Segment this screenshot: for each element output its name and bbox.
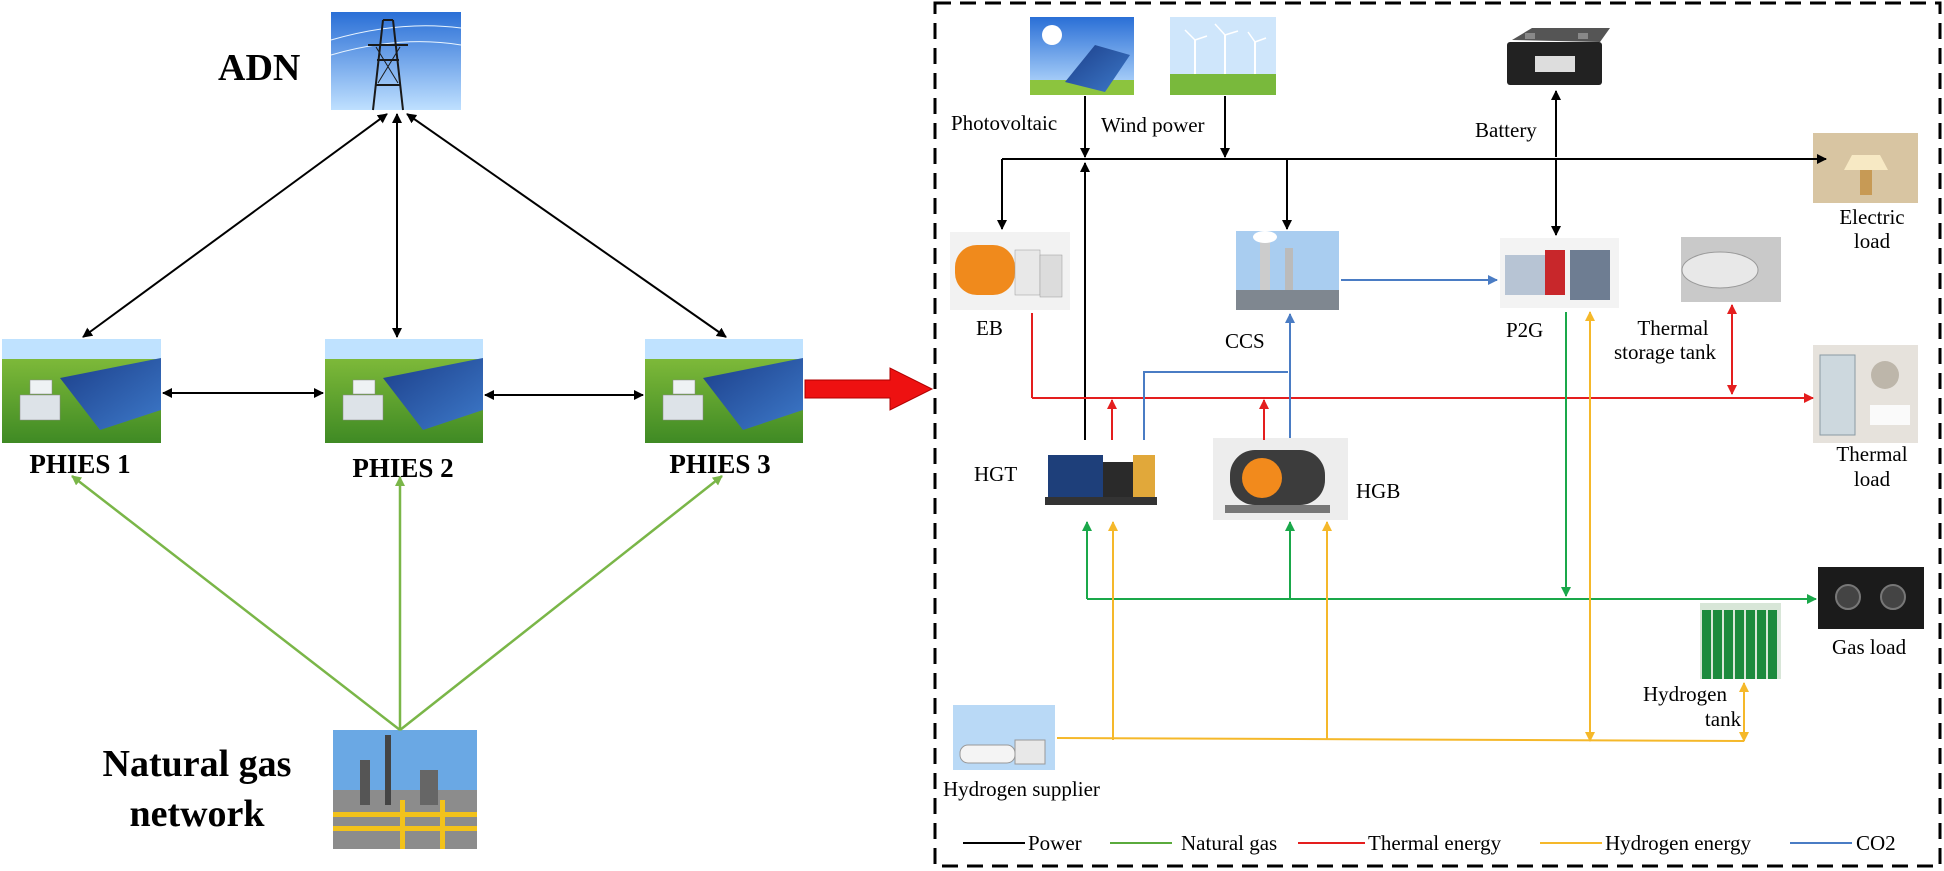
thermal-load-label-line2: load xyxy=(1854,467,1891,491)
ccs-label: CCS xyxy=(1225,329,1265,353)
phies-1-image xyxy=(2,339,161,443)
battery-image xyxy=(1507,28,1610,85)
phies-3-label: PHIES 3 xyxy=(669,449,770,479)
power-flows xyxy=(997,90,1827,440)
adn-phies3-arrow xyxy=(406,113,727,338)
phies-2-label: PHIES 2 xyxy=(352,453,453,483)
gas-flows xyxy=(1082,312,1817,604)
phies-1-label: PHIES 1 xyxy=(29,449,130,479)
phies-detail-frame xyxy=(933,1,1942,868)
electric-load-label-line1: Electric xyxy=(1839,205,1904,229)
thermal-load-image xyxy=(1813,345,1918,443)
gas-load-image xyxy=(1818,567,1924,629)
hgt-label: HGT xyxy=(974,462,1017,486)
gas-network-label-line1: Natural gas xyxy=(103,743,292,785)
gas-network-label-line2: network xyxy=(129,793,265,835)
wind-power-label: Wind power xyxy=(1101,113,1205,137)
photovoltaic-label: Photovoltaic xyxy=(951,111,1057,135)
p2g-label: P2G xyxy=(1506,318,1543,342)
hgb-image xyxy=(1213,438,1348,520)
phies-2-image xyxy=(325,339,483,443)
thermal-storage-image xyxy=(1681,237,1781,302)
co2-flows xyxy=(1143,275,1498,440)
legend-co2-label: CO2 xyxy=(1856,831,1896,855)
hydrogen-tank-image xyxy=(1700,603,1781,679)
hydrogen-supplier-image xyxy=(953,705,1055,770)
legend-power-label: Power xyxy=(1028,831,1082,855)
gas-phies3-arrow xyxy=(399,475,723,731)
battery-label: Battery xyxy=(1475,118,1537,142)
gas-network-image xyxy=(333,730,477,849)
wind-power-image xyxy=(1170,17,1276,95)
expand-arrow xyxy=(804,367,934,411)
eb-image xyxy=(950,232,1070,310)
p2g-image xyxy=(1500,238,1619,308)
legend-natural-gas-label: Natural gas xyxy=(1181,831,1277,855)
legend-thermal-label: Thermal energy xyxy=(1368,831,1502,855)
hgt-image xyxy=(1040,447,1160,510)
thermal-load-label-line1: Thermal xyxy=(1836,442,1907,466)
hydrogen-flows xyxy=(1056,311,1749,742)
electric-load-image xyxy=(1813,133,1918,203)
electric-load-label-line2: load xyxy=(1854,229,1891,253)
ccs-image xyxy=(1236,231,1339,310)
legend: Power Natural gas Thermal energy Hydroge… xyxy=(963,831,1896,855)
phies-3-image xyxy=(645,339,803,443)
thermal-storage-label-line2: storage tank xyxy=(1614,340,1717,364)
hydrogen-tank-label-line2: tank xyxy=(1705,707,1742,731)
gas-load-label: Gas load xyxy=(1832,635,1907,659)
hydrogen-supplier-label: Hydrogen supplier xyxy=(943,777,1100,801)
photovoltaic-image xyxy=(1030,17,1134,95)
eb-label: EB xyxy=(976,316,1003,340)
adn-phies1-arrow xyxy=(82,113,388,338)
adn-image xyxy=(330,12,462,111)
hydrogen-tank-label-line1: Hydrogen xyxy=(1643,682,1727,706)
hgb-label: HGB xyxy=(1356,479,1400,503)
gas-phies1-arrow xyxy=(71,475,401,731)
legend-hydrogen-label: Hydrogen energy xyxy=(1605,831,1751,855)
adn-label: ADN xyxy=(218,47,300,89)
thermal-storage-label-line1: Thermal xyxy=(1637,316,1708,340)
thermal-flows xyxy=(1031,304,1814,440)
